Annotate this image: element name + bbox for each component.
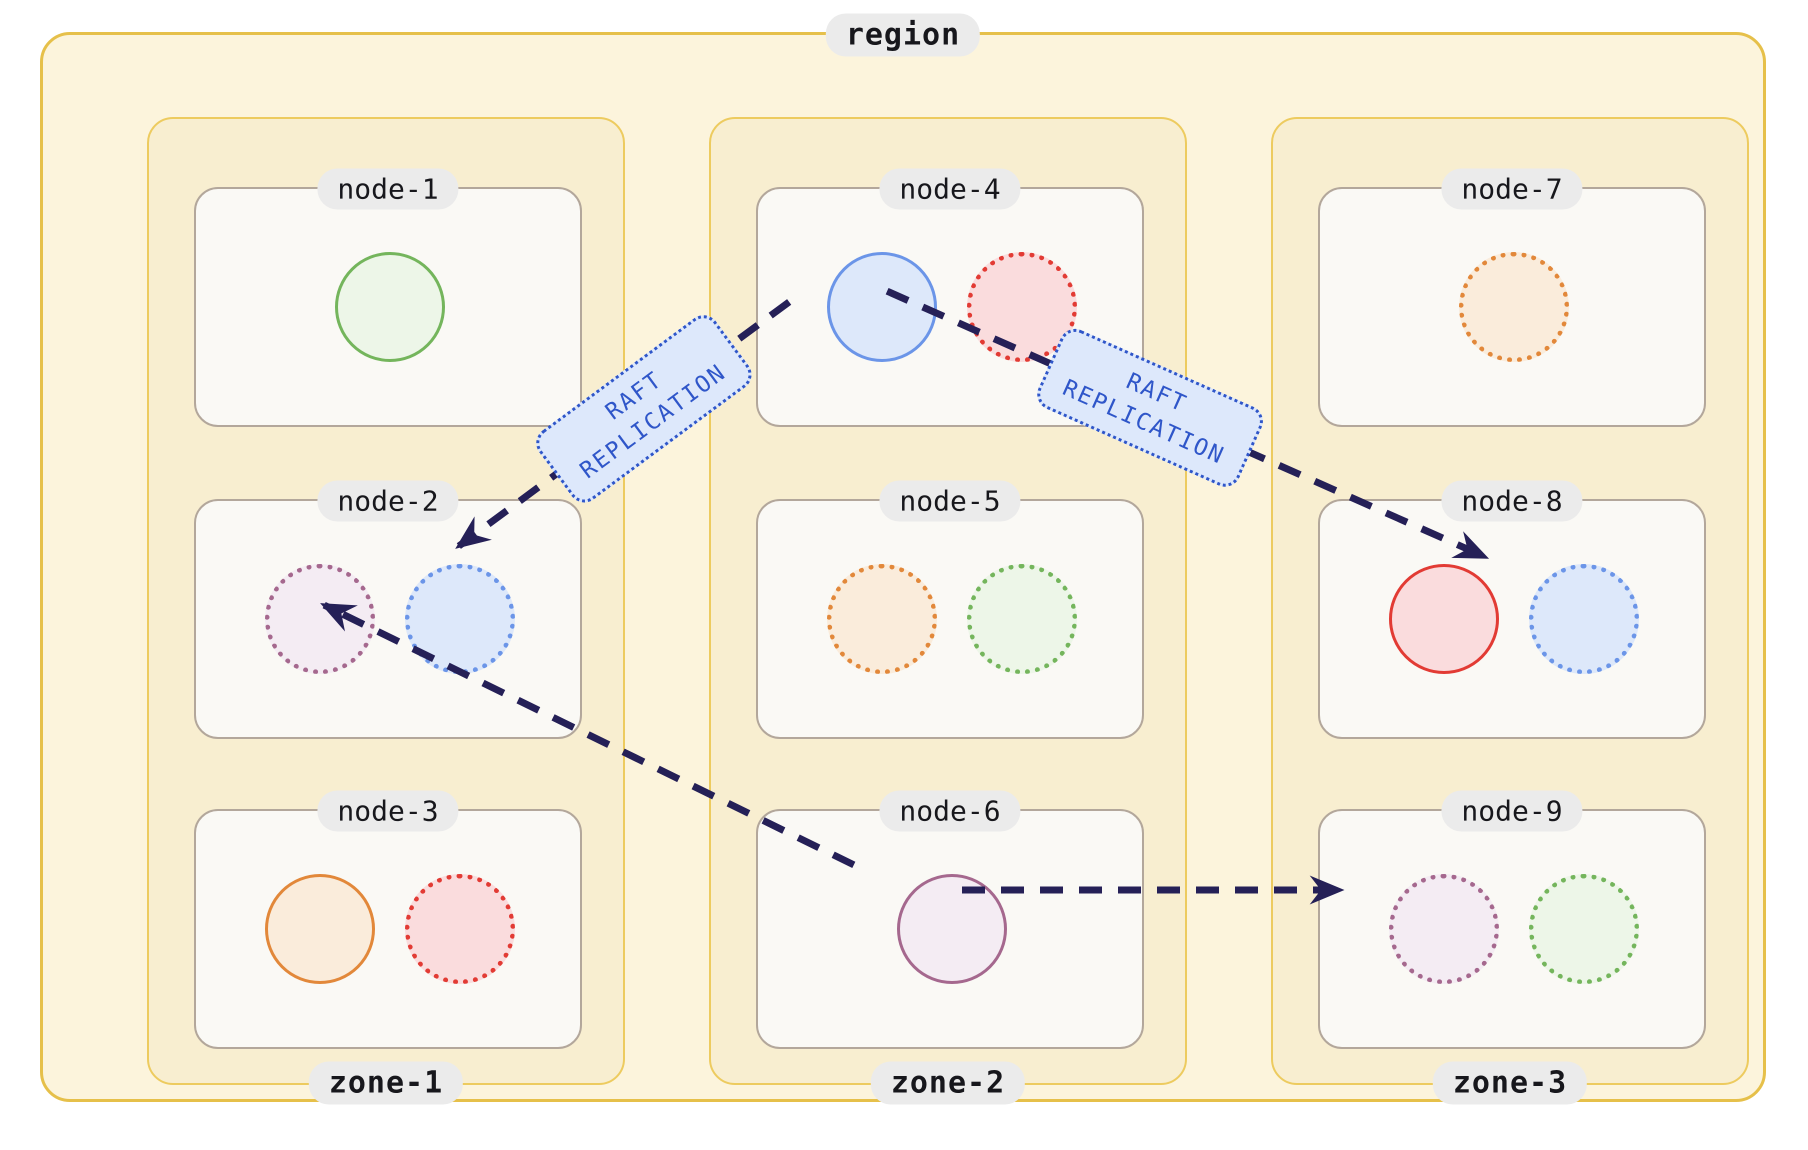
replica-circle-green-dotted — [967, 564, 1077, 674]
replica-circle-orange-dotted — [1459, 252, 1569, 362]
replica-circle-green-solid — [335, 252, 445, 362]
zone-label: zone-1 — [308, 1061, 464, 1105]
node-label: node-1 — [317, 168, 459, 210]
node-box-node-7: node-7 — [1318, 168, 1706, 427]
node-box-node-5: node-5 — [756, 480, 1144, 739]
node-box-node-3: node-3 — [194, 790, 582, 1049]
node-box-node-6: node-6 — [756, 790, 1144, 1049]
zone-label: zone-2 — [870, 1061, 1026, 1105]
replica-circle-orange-solid — [265, 874, 375, 984]
replica-circle-orange-dotted — [827, 564, 937, 674]
node-label: node-2 — [317, 480, 459, 522]
replica-circle-blue-dotted — [1529, 564, 1639, 674]
node-label: node-7 — [1441, 168, 1583, 210]
replica-circle-purple-dotted — [265, 564, 375, 674]
replica-circle-red-solid — [1389, 564, 1499, 674]
replica-circle-purple-dotted — [1389, 874, 1499, 984]
node-label: node-8 — [1441, 480, 1583, 522]
node-box-node-8: node-8 — [1318, 480, 1706, 739]
replica-circle-purple-solid — [897, 874, 1007, 984]
node-box-node-9: node-9 — [1318, 790, 1706, 1049]
node-label: node-6 — [879, 790, 1021, 832]
node-box-node-2: node-2 — [194, 480, 582, 739]
region-label: region — [825, 13, 981, 57]
node-label: node-9 — [1441, 790, 1583, 832]
replica-circle-blue-dotted — [405, 564, 515, 674]
zone-container-1: node-1 node-2 node-3 zone-1 — [147, 117, 625, 1105]
replica-circle-red-dotted — [405, 874, 515, 984]
node-label: node-4 — [879, 168, 1021, 210]
replica-circle-blue-solid — [827, 252, 937, 362]
zone-container-3: node-7 node-8 node-9 zone-3 — [1271, 117, 1749, 1105]
zone-label: zone-3 — [1432, 1061, 1588, 1105]
node-box-node-1: node-1 — [194, 168, 582, 427]
zone-container-2: node-4 node-5 node-6 zone-2 — [709, 117, 1187, 1105]
node-label: node-5 — [879, 480, 1021, 522]
replica-circle-green-dotted — [1529, 874, 1639, 984]
node-label: node-3 — [317, 790, 459, 832]
